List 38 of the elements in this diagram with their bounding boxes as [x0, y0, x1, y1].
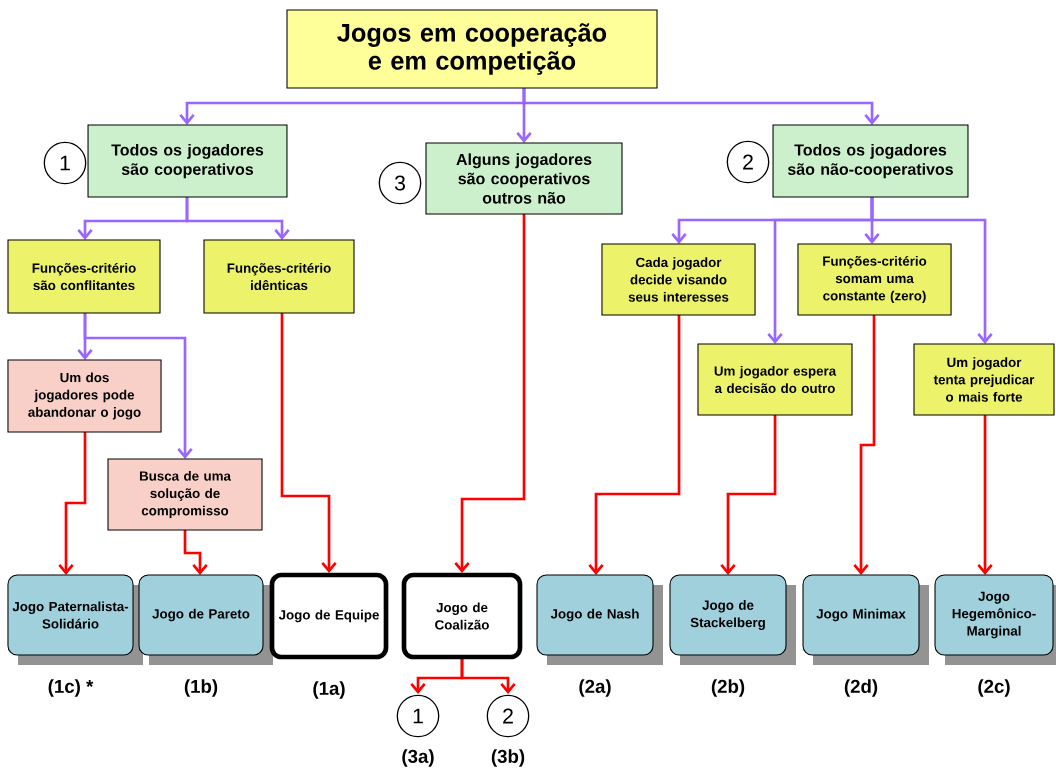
arrow — [280, 313, 337, 573]
arrow — [460, 659, 516, 694]
arrow — [183, 530, 208, 575]
node-caption: (3a) — [402, 749, 434, 767]
arrow — [58, 432, 87, 575]
arrow — [185, 197, 290, 240]
arrow — [588, 315, 681, 575]
game-box: Jogo de Equipe — [269, 572, 389, 660]
arrow — [977, 415, 993, 575]
node-caption: (2b) — [711, 679, 745, 697]
node-caption: (1b) — [184, 679, 218, 697]
category-box: Todos os jogadores são cooperativos — [87, 124, 288, 198]
title-box: Jogos em cooperação e em competição — [286, 9, 658, 89]
arrow — [454, 214, 526, 573]
arrow — [83, 313, 193, 459]
category-box: Todos os jogadores são não-cooperativos — [772, 124, 969, 198]
arrow — [870, 197, 993, 344]
node-caption: (3b) — [491, 749, 525, 767]
arrow — [853, 315, 876, 575]
condition-box: Um jogador tenta prejudicar o mais forte — [913, 343, 1055, 416]
game-box: Jogo de Coalizão — [401, 572, 523, 660]
node-caption: (1c) * — [48, 679, 94, 697]
condition-box: Funções-critério são conflitantes — [7, 239, 161, 314]
node-caption: (2d) — [844, 679, 878, 697]
game-box: Jogo de Pareto — [138, 574, 273, 665]
condition-box: Um jogador espera a decisão do outro — [697, 343, 853, 416]
arrow — [522, 88, 880, 125]
condition-box: Funções-critério somam uma constante (zero) — [797, 243, 952, 316]
condition-box: Busca de uma solução de compromisso — [107, 458, 263, 531]
game-box: Jogo Paternalista-Solidário — [7, 574, 143, 665]
node-caption: (2c) — [978, 679, 1010, 697]
condition-box: Cada jogador decide visando seus interesses — [601, 243, 756, 316]
arrow — [720, 415, 777, 575]
category-box: Alguns jogadores são cooperativos outros não — [425, 142, 623, 215]
condition-box: Um dos jogadores pode abandonar o jogo — [7, 359, 162, 433]
node-caption: (2a) — [579, 679, 611, 697]
condition-box: Funções-critério idênticas — [203, 239, 355, 314]
node-caption: (1a) — [313, 681, 345, 699]
